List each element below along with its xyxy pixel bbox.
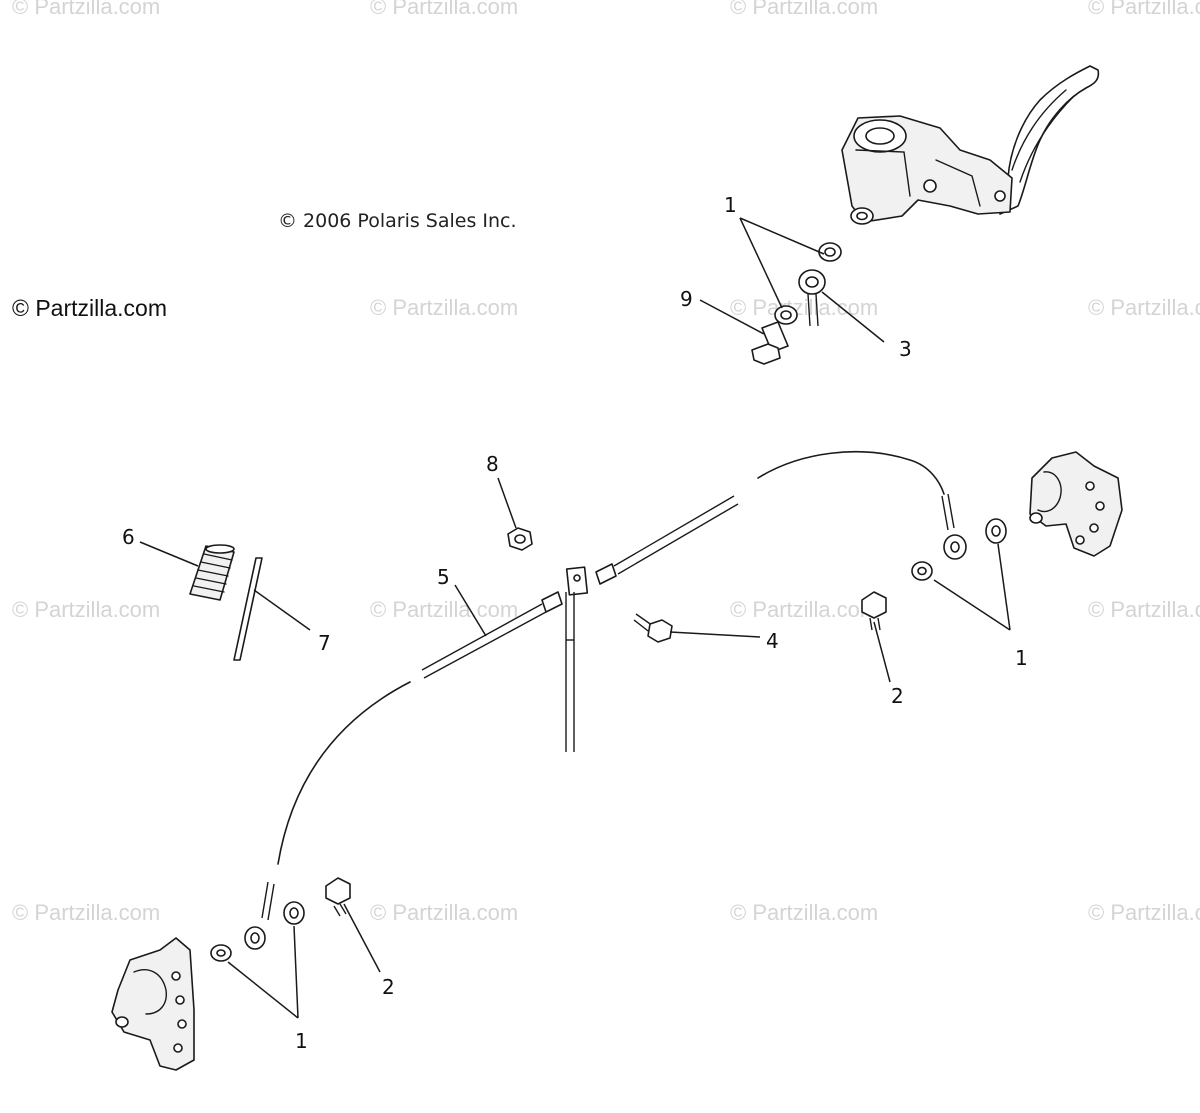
watermark: © Partzilla.com (12, 900, 160, 925)
watermark: © Partzilla.com (12, 597, 160, 622)
sealing-washer (985, 518, 1007, 544)
callout-2: 2 (891, 684, 904, 708)
sealing-washer (911, 561, 933, 581)
watermark: © Partzilla.com (370, 295, 518, 320)
hex-bolt (633, 613, 673, 643)
brake-line-fitting-right (941, 493, 967, 560)
sealing-washer (774, 305, 798, 325)
sealing-washer (283, 901, 305, 925)
callout-2: 2 (382, 975, 395, 999)
pin (233, 557, 263, 661)
callout-labels: 1 9 3 8 6 7 5 4 2 1 2 1 (122, 193, 1028, 1053)
sealing-washer (210, 944, 232, 962)
callout-5: 5 (437, 565, 450, 589)
sealing-washer (818, 242, 842, 262)
callout-1: 1 (724, 193, 737, 217)
watermark: © Partzilla.com (730, 900, 878, 925)
banjo-bolt-right (861, 591, 887, 631)
callout-4: 4 (766, 629, 779, 653)
copyright-notice: © 2006 Polaris Sales Inc. (278, 210, 517, 232)
watermark: © Partzilla.com (1088, 597, 1200, 622)
banjo-fitting (798, 269, 826, 327)
watermark: © Partzilla.com (730, 295, 878, 320)
spring (189, 544, 235, 601)
watermark-layer: © Partzilla.com © Partzilla.com © Partzi… (12, 0, 1200, 925)
watermark: © Partzilla.com (1088, 900, 1200, 925)
callout-6: 6 (122, 525, 135, 549)
brake-line-fitting-left (244, 881, 275, 950)
brand-watermark: © Partzilla.com (12, 295, 167, 321)
watermark: © Partzilla.com (12, 0, 160, 19)
callout-8: 8 (486, 452, 499, 476)
brake-caliper-right (1029, 451, 1123, 557)
banjo-bolt (751, 321, 789, 365)
lock-nut (507, 527, 533, 551)
banjo-bolt-left (325, 877, 351, 917)
brake-caliper-left (111, 937, 195, 1071)
callout-1: 1 (295, 1029, 308, 1053)
leader-lines (139, 217, 1011, 1019)
watermark: © Partzilla.com (730, 597, 878, 622)
watermark: © Partzilla.com (1088, 0, 1200, 19)
callout-7: 7 (318, 631, 331, 655)
watermark: © Partzilla.com (370, 597, 518, 622)
watermark: © Partzilla.com (730, 0, 878, 19)
callout-9: 9 (680, 287, 693, 311)
callout-1: 1 (1015, 646, 1028, 670)
watermark: © Partzilla.com (370, 0, 518, 19)
callout-3: 3 (899, 337, 912, 361)
master-cylinder-lever (841, 65, 1100, 225)
brake-hose-assembly (277, 451, 945, 865)
watermark: © Partzilla.com (370, 900, 518, 925)
watermark: © Partzilla.com (1088, 295, 1200, 320)
